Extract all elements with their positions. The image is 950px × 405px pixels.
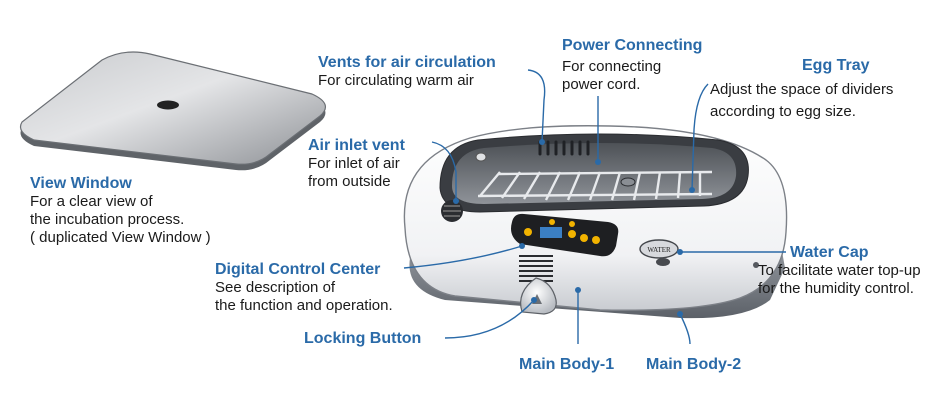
power-socket-icon (620, 177, 636, 187)
egg-tray-title: Egg Tray (802, 57, 870, 74)
leader-lines (403, 69, 786, 345)
air-inlet-desc-2: from outside (308, 173, 391, 190)
water-cap-desc-1: To facilitate water top-up (758, 262, 921, 279)
label-main-body-2: Main Body-2 (646, 355, 741, 374)
incubator-body: WATER (403, 125, 788, 319)
digital-control-title: Digital Control Center (215, 261, 381, 278)
label-main-body-1: Main Body-1 (519, 355, 614, 374)
digital-control-panel (511, 213, 619, 257)
water-cap-desc-2: for the humidity control. (758, 280, 914, 297)
air-inlet-vent-icon (441, 200, 463, 222)
front-grille-icon (519, 255, 553, 282)
egg-tray-desc-2: according to egg size. (710, 103, 856, 120)
air-inlet-title: Air inlet vent (308, 137, 405, 154)
water-cap-text: WATER (647, 246, 671, 254)
power-desc-2: power cord. (562, 76, 641, 93)
egg-tray-dividers (477, 170, 713, 201)
vents-desc-1: For circulating warm air (318, 72, 474, 89)
label-view-window: View Window For a clear view of the incu… (30, 174, 211, 247)
label-egg-tray: Egg Tray Adjust the space of dividers ac… (710, 56, 893, 123)
rear-vents-icon (538, 140, 590, 156)
side-clip-icon (475, 152, 487, 162)
view-window-desc-3: ( duplicated View Window ) (30, 229, 211, 246)
vents-title: Vents for air circulation (318, 54, 496, 71)
egg-tray-desc-1: Adjust the space of dividers (710, 81, 894, 98)
leader-main-body-2 (679, 313, 691, 345)
digital-control-desc-1: See description of (215, 279, 336, 296)
label-vents: Vents for air circulation For circulatin… (318, 53, 496, 90)
leader-digital-control (403, 245, 523, 269)
view-window-logo-icon (157, 100, 179, 110)
view-window-desc-2: the incubation process. (30, 211, 185, 228)
label-water-cap: Water Cap To facilitate water top-up for… (758, 243, 921, 298)
water-cap-icon: WATER (639, 239, 679, 266)
power-title: Power Connecting (562, 37, 703, 54)
locking-button-title: Locking Button (304, 330, 422, 347)
label-digital-control: Digital Control Center See description o… (215, 260, 393, 315)
label-air-inlet: Air inlet vent For inlet of air from out… (308, 136, 405, 191)
label-locking-button: Locking Button (304, 329, 421, 348)
leader-vents (527, 69, 546, 143)
digital-control-desc-2: the function and operation. (215, 297, 393, 314)
water-cap-title: Water Cap (790, 244, 869, 261)
main-body-1-title: Main Body-1 (519, 356, 615, 373)
main-body-2-title: Main Body-2 (646, 356, 742, 373)
side-button-icon (753, 262, 759, 268)
leader-egg-tray (691, 83, 709, 191)
leader-locking-button (444, 299, 535, 339)
leader-dots (453, 139, 695, 317)
air-inlet-desc-1: For inlet of air (308, 155, 400, 172)
view-window-title: View Window (30, 175, 132, 192)
leader-air-inlet (431, 141, 457, 201)
view-window-desc-1: For a clear view of (30, 193, 153, 210)
label-power: Power Connecting For connecting power co… (562, 36, 702, 94)
power-desc-1: For connecting (562, 58, 662, 75)
view-window-lid (19, 51, 327, 171)
